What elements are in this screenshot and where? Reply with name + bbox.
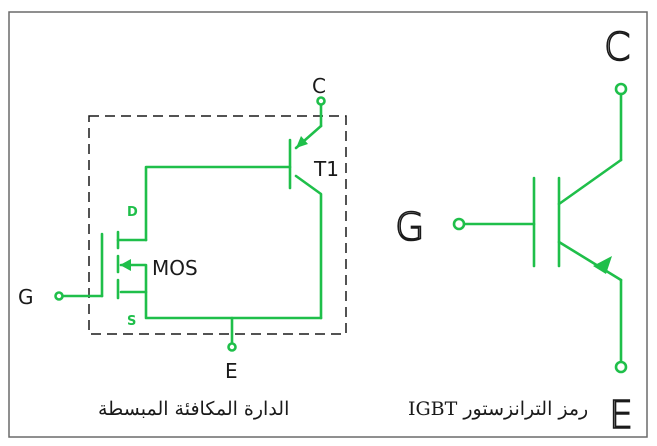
igbt-symbol: C G E (394, 24, 634, 438)
igbt-collector-label: C (604, 25, 631, 69)
equivalent-circuit-caption: الدارة المكافئة المبسطة (98, 398, 290, 420)
emitter-terminal (227, 342, 237, 352)
igbt-gate-label: G (395, 205, 424, 249)
t1-emitter-arrow (296, 136, 308, 148)
igbt-symbol-caption: رمز الترانزستور IGBT (408, 398, 589, 420)
equivalent-circuit: C E G T1 MOS D S (18, 74, 347, 383)
dashed-boundary (88, 115, 347, 335)
gate-terminal (54, 291, 64, 301)
base-to-drain-wire (144, 165, 292, 242)
outer-frame (8, 11, 648, 438)
t1-collector-arm (294, 174, 323, 320)
source-label: S (127, 314, 136, 329)
igbt-emitter-terminal (614, 360, 628, 374)
drain-label: D (127, 205, 138, 220)
collector-label: C (312, 74, 326, 98)
mos-body-link (119, 263, 148, 294)
igbt-gate-terminal (452, 217, 466, 231)
mos-label: MOS (152, 256, 198, 280)
mos-body-arrow (120, 259, 131, 271)
emitter-label: E (225, 359, 238, 383)
transistor-label: T1 (313, 157, 339, 181)
gate-label: G (18, 285, 34, 309)
igbt-collector-arm (557, 158, 623, 206)
igbt-emitter-label: E (609, 393, 633, 437)
bottom-wire (119, 290, 323, 320)
collector-terminal (316, 96, 326, 106)
igbt-collector-terminal (614, 82, 628, 96)
igbt-emitter-arm (557, 240, 623, 282)
igbt-emitter-arrow (593, 256, 612, 274)
